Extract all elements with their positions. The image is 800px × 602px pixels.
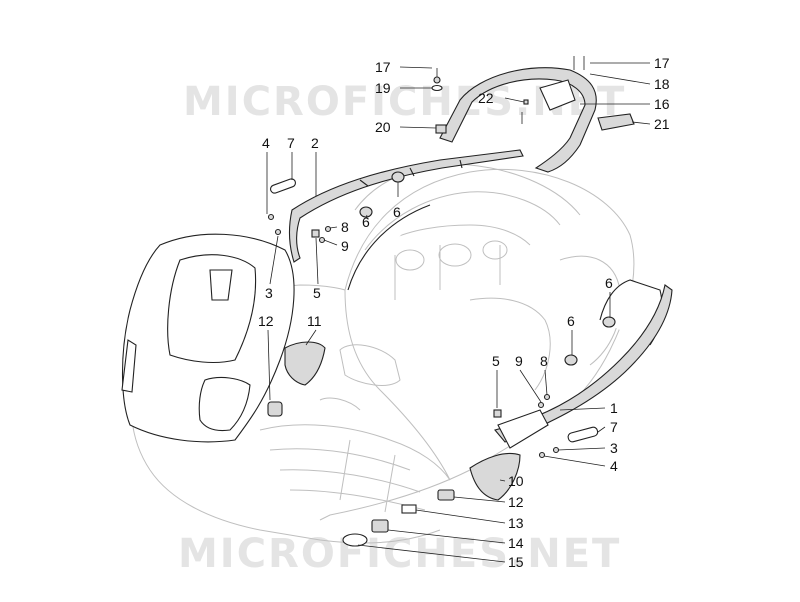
callout-18: 18 [654,76,670,92]
callout-11: 11 [307,313,322,329]
callout-9-top: 9 [341,238,349,254]
callout-1: 1 [610,400,618,416]
callout-16: 16 [654,96,670,112]
callout-5-top: 5 [313,285,321,301]
callout-7-top: 7 [287,135,295,151]
callout-6-b: 6 [393,204,401,220]
callout-8-bottom: 8 [540,353,548,369]
callout-21: 21 [654,116,670,132]
part-16-rear-rack [439,67,597,173]
part-6-grommet-d [602,316,616,328]
callout-17-right: 17 [654,55,670,71]
callout-4-top: 4 [262,135,270,151]
part-12-grommet-right [437,489,455,501]
callout-10: 10 [508,473,524,489]
scooter-body-outline [130,163,635,544]
callout-3-bottom: 3 [610,440,618,456]
leg-shield [121,233,295,443]
callout-9-bottom: 9 [515,353,523,369]
part-6-grommet-b [391,171,405,183]
part-2-center-trim [289,149,524,263]
callout-3-top: 3 [265,285,273,301]
callout-8-top: 8 [341,219,349,235]
leader-lines [266,62,651,563]
part-11-panel [284,341,326,386]
part-1-side-trim [494,284,673,449]
callout-6-a: 6 [362,214,370,230]
hardware-fasteners [267,56,585,459]
callout-7-bottom: 7 [610,419,618,435]
callout-6-d: 6 [605,275,613,291]
part-7-strip-top [269,178,297,194]
part-12-grommet-left [267,401,283,417]
callout-17-left: 17 [375,59,391,75]
watermark-bottom: MICROFICHES.NET [178,531,621,577]
part-13-plug [401,504,417,514]
callout-19: 19 [375,80,391,96]
part-21-cap [597,113,635,131]
callout-15: 15 [508,554,524,570]
part-7-strip-bottom [567,426,599,443]
callout-6-c: 6 [567,313,575,329]
callout-5-bottom: 5 [492,353,500,369]
part-6-grommet-c [564,354,578,366]
part-10-bracket [469,452,521,501]
callout-4-bottom: 4 [610,458,618,474]
callout-12-bottom: 12 [508,494,524,510]
callout-13: 13 [508,515,524,531]
callout-22: 22 [478,90,494,106]
callout-14: 14 [508,535,524,551]
part-14-rubber [371,519,389,533]
callout-20: 20 [375,119,391,135]
callout-2: 2 [311,135,319,151]
callout-labels: 17 19 20 17 18 22 16 21 4 7 2 8 9 6 6 3 … [258,55,670,570]
part-15-cap [342,533,368,547]
callout-12-top: 12 [258,313,274,329]
